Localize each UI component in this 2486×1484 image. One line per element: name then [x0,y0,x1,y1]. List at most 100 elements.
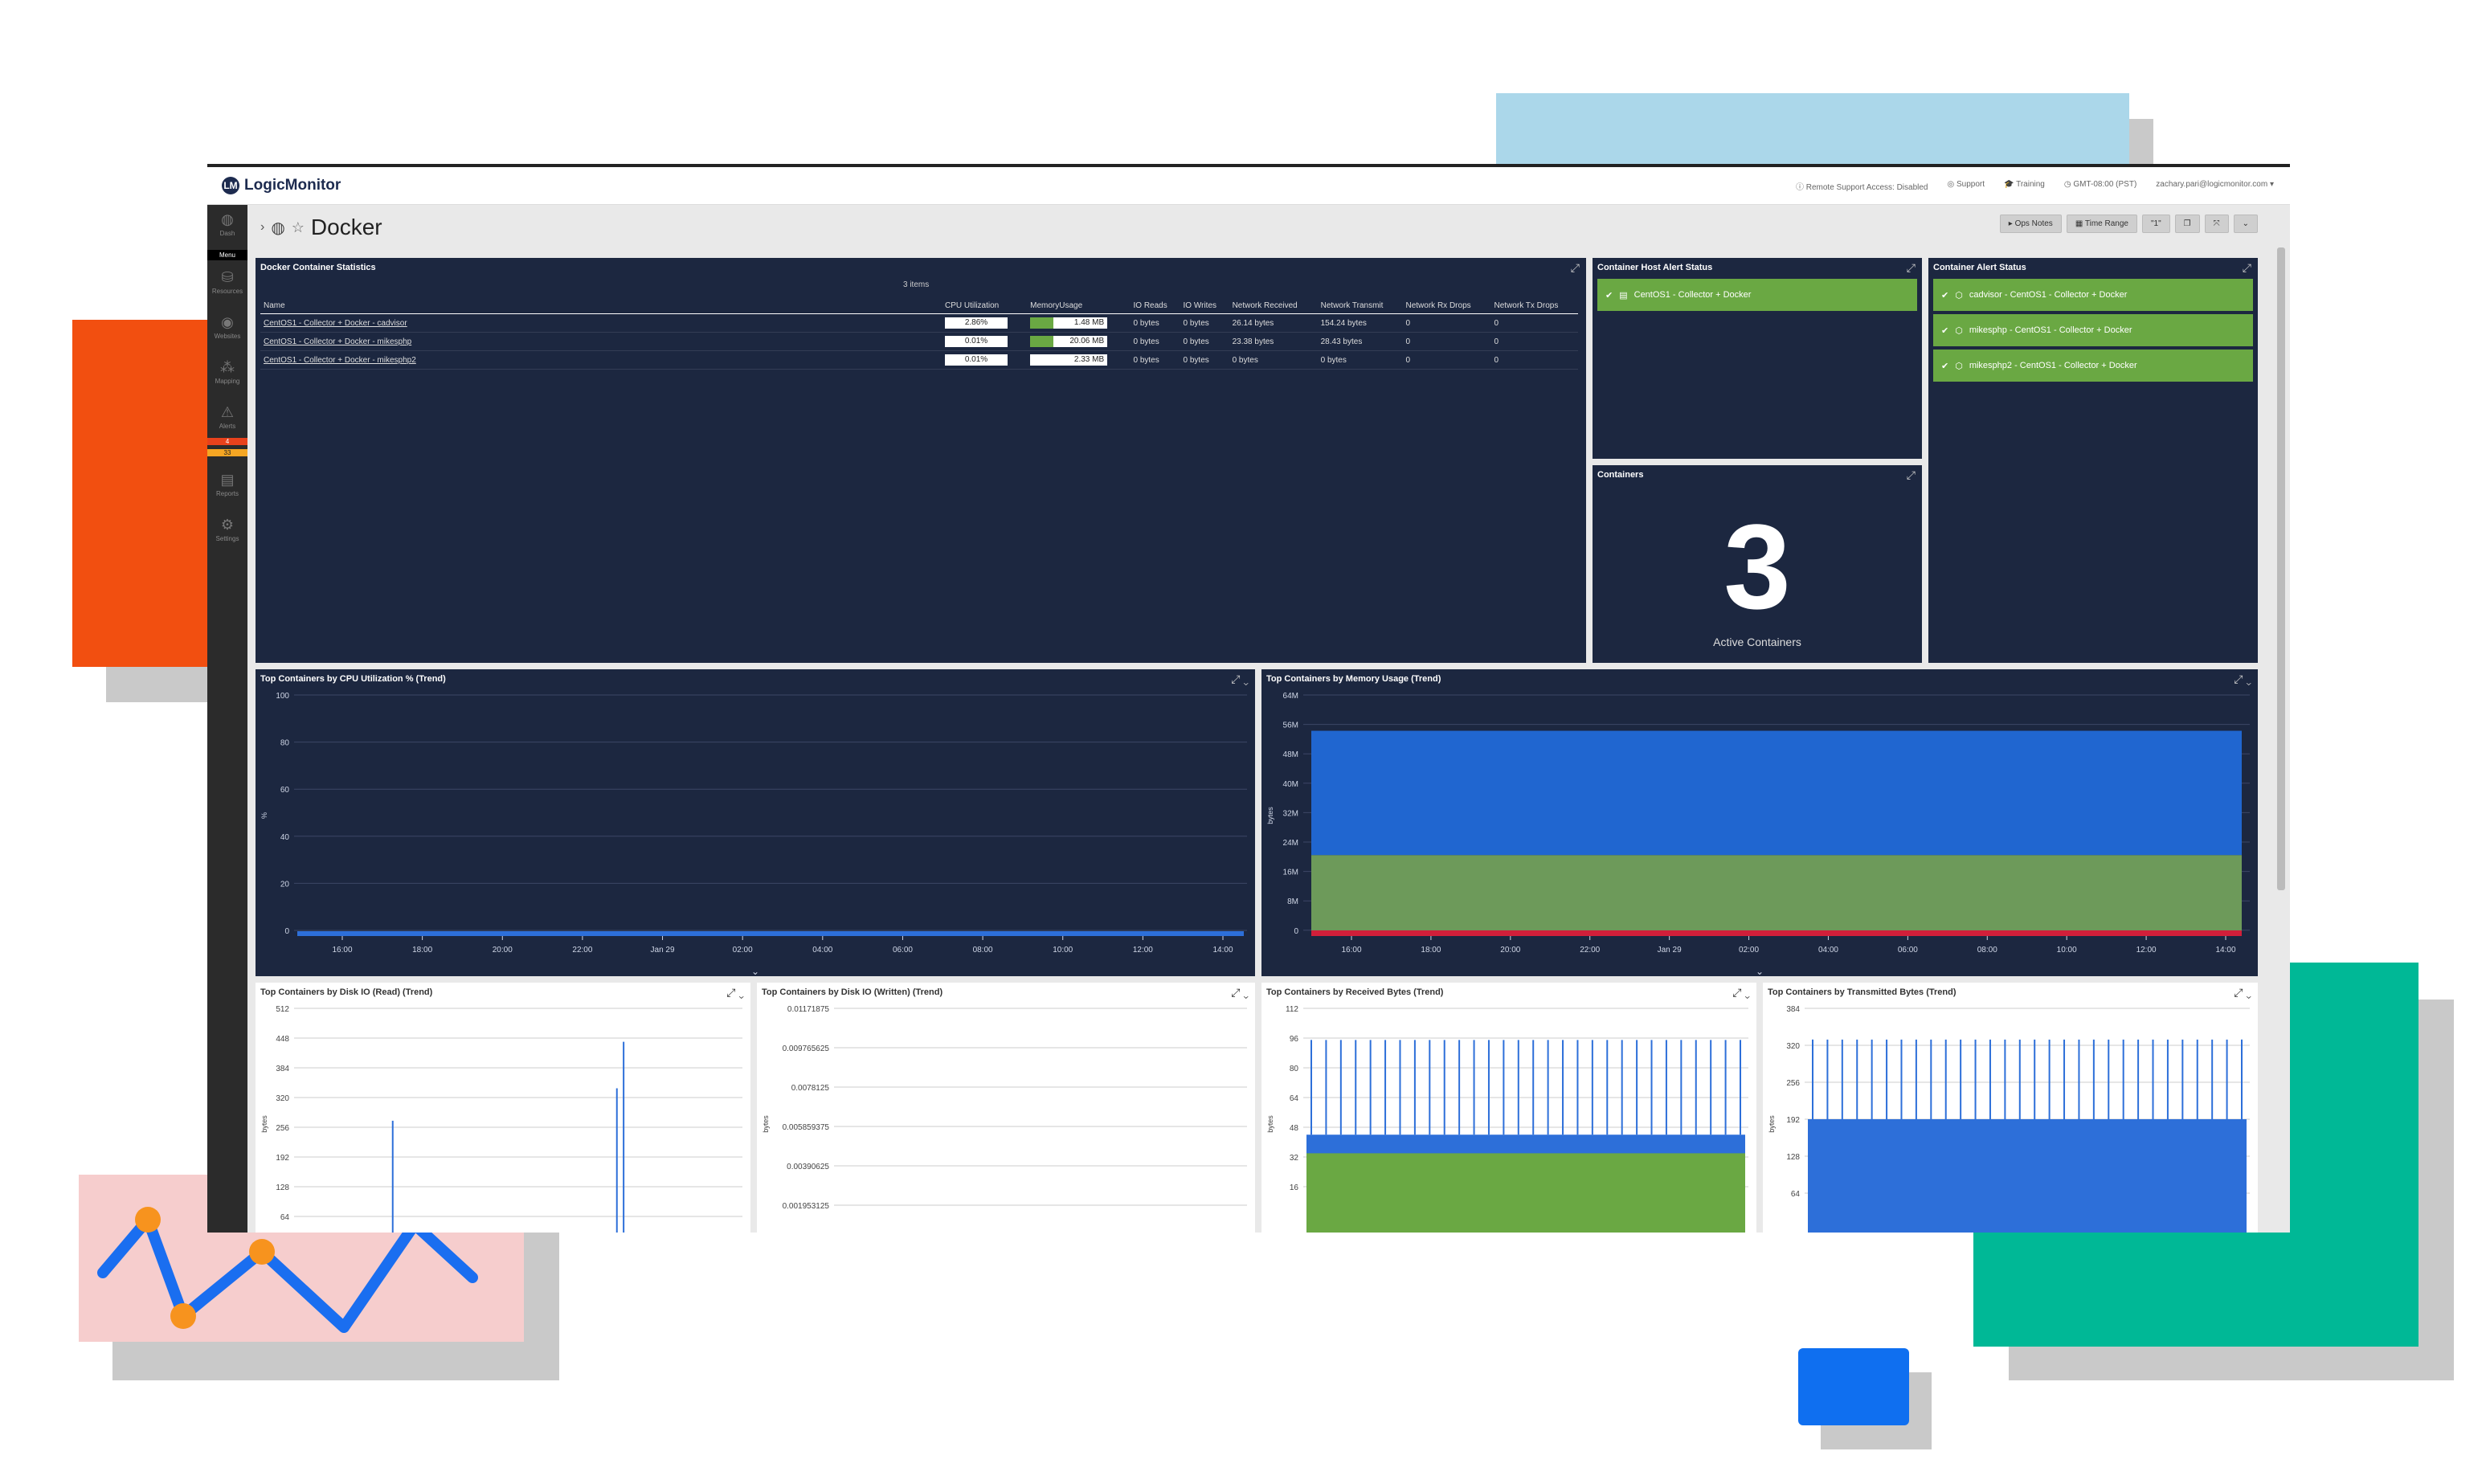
fullscreen-icon[interactable]: ⤧ [2204,215,2229,233]
host-alert-row[interactable]: ✔▤ CentOS1 - Collector + Docker [1597,279,1917,311]
top-bar: LM LogicMonitor ⓘ Remote Support Access:… [207,167,2290,205]
column-header[interactable]: MemoryUsage [1027,298,1131,314]
widget-controls[interactable]: ⤢ ⌄ [2234,673,2251,685]
y-axis-label: bytes [1768,1115,1776,1133]
y-tick-label: 128 [1786,1153,1800,1162]
widget-controls[interactable]: ⤢ ⌄ [2234,986,2251,999]
x-tick-label: 22:00 [572,946,592,955]
memory-series-area [1311,730,2242,856]
check-icon: ✔ [1605,290,1613,300]
x-tick-label: 20:00 [493,946,513,955]
expand-icon[interactable]: ⤢ [1570,261,1580,274]
check-icon: ✔ [1941,361,1949,371]
variables-button[interactable]: "1" [2141,215,2170,233]
io-reads-cell: 0 bytes [1130,332,1180,351]
alert-icon: ⚠ [220,404,235,420]
expand-icon[interactable]: ⤢ [1906,468,1916,481]
container-alert-row[interactable]: ✔⬡ mikesphp - CentOS1 - Collector + Dock… [1933,314,2253,346]
tx-drops-cell: 0 [1490,332,1578,351]
x-tick-label: 16:00 [332,946,352,955]
user-menu[interactable]: zachary.pari@logicmonitor.com ▾ [2156,180,2274,189]
ops-notes-button[interactable]: ▸ Ops Notes [1999,215,2062,233]
widget-controls[interactable]: ⤢ ⌄ [1231,673,1249,685]
rx-drops-cell: 0 [1402,350,1491,370]
sidebar-item-resources[interactable]: ⛁Resources [207,269,247,295]
star-icon[interactable]: ☆ [291,219,305,235]
sidebar-item-settings[interactable]: ⚙Settings [207,517,247,542]
y-tick-label: 448 [276,1035,289,1044]
sidebar-item-reports[interactable]: ▤Reports [207,472,247,497]
time-range-button[interactable]: ▦ Time Range [2066,215,2137,233]
y-tick-label: 0.0078125 [791,1084,830,1093]
decor-blue-top [1496,93,2129,167]
container-link[interactable]: CentOS1 - Collector + Docker - cadvisor [264,318,407,328]
sidebar-item-alerts[interactable]: ⚠Alerts [207,404,247,430]
widget-controls[interactable]: ⤢ ⌄ [726,986,744,999]
expand-icon[interactable]: ⤢ [1906,261,1916,274]
alert-count-critical-value: 4 [225,438,230,445]
x-tick-label: 06:00 [1898,946,1918,955]
column-header[interactable]: IO Reads [1130,298,1180,314]
decor-point [135,1207,161,1233]
container-alert-row[interactable]: ✔⬡ mikesphp2 - CentOS1 - Collector + Doc… [1933,350,2253,382]
sidebar-item-mapping[interactable]: ⁂Mapping [207,359,247,385]
time-range-label: Time Range [2084,219,2128,228]
net-rx-cell: 0 bytes [1229,350,1318,370]
active-containers-caption: Active Containers [1713,636,1801,648]
alert-count-critical[interactable]: 4 [207,438,247,445]
column-header[interactable]: Network Received [1229,298,1318,314]
column-header[interactable]: IO Writes [1180,298,1229,314]
table-row: CentOS1 - Collector + Docker - mikesphp … [260,332,1578,351]
table-row: CentOS1 - Collector + Docker - mikesphp2… [260,350,1578,370]
x-tick-label: 04:00 [812,946,832,955]
y-tick-label: 320 [1786,1042,1800,1051]
y-tick-label: 60 [280,786,290,795]
sidebar-item-menu[interactable]: Menu [207,250,247,260]
support-link[interactable]: ◎ Support [1947,180,1985,189]
container-link[interactable]: CentOS1 - Collector + Docker - mikesphp2 [264,355,416,365]
mem-bar-fill [1030,336,1053,347]
gear-icon: ⚙ [220,517,235,533]
column-header[interactable]: CPU Utilization [942,298,1028,314]
container-alert-row[interactable]: ✔⬡ cadvisor - CentOS1 - Collector + Dock… [1933,279,2253,311]
y-tick-label: 32 [1290,1154,1299,1163]
y-tick-label: 0.005859375 [783,1123,830,1132]
mem-bar: 20.06 MB [1030,336,1108,347]
net-rx-cell: 26.14 bytes [1229,313,1318,333]
column-header[interactable]: Network Transmit [1317,298,1403,314]
container-link[interactable]: CentOS1 - Collector + Docker - mikesphp [264,337,412,346]
column-header[interactable]: Network Rx Drops [1402,298,1491,314]
timezone-link[interactable]: ◷ GMT-08:00 (PST) [2063,180,2137,189]
disk-read-chart-widget: Top Containers by Disk IO (Read) (Trend)… [256,983,750,1233]
io-reads-cell: 0 bytes [1130,313,1180,333]
dashboard-main: › ◍ ☆ Docker ▸ Ops Notes ▦ Time Range "1… [247,205,2290,1233]
sidebar-item-websites[interactable]: ◉Websites [207,314,247,340]
mem-bar: 2.33 MB [1030,354,1108,366]
alert-count-warning[interactable]: 33 [207,449,247,456]
y-axis-label: bytes [260,1115,268,1133]
memory-chart-widget: Top Containers by Memory Usage (Trend) ⤢… [1261,669,2258,976]
chevron-down-icon[interactable]: ⌄ [2233,215,2258,233]
column-header[interactable]: Name [260,298,942,314]
rx-drops-cell: 0 [1402,332,1491,351]
widget-controls[interactable]: ⤢ ⌄ [1732,986,1750,999]
x-tick-label: 04:00 [1818,946,1838,955]
y-axis-label: bytes [1266,1115,1274,1133]
page-scrollbar[interactable] [2277,247,2285,890]
remote-support-link[interactable]: ⓘ Remote Support Access: Disabled [1795,183,1928,192]
top-bar-links: ⓘ Remote Support Access: Disabled ◎ Supp… [1796,180,2274,192]
widget-controls[interactable]: ⤢ ⌄ [1231,986,1249,999]
container-icon: ⬡ [1955,361,1963,371]
brand-logo[interactable]: LM LogicMonitor [222,177,341,194]
column-header[interactable]: Network Tx Drops [1490,298,1578,314]
cpu-value: 2.86% [945,317,1008,329]
widget-title: Top Containers by Disk IO (Read) (Trend) [260,987,433,997]
y-tick-label: 56M [1283,722,1298,730]
training-link[interactable]: 🎓 Training [2004,180,2045,189]
clone-icon[interactable]: ❐ [2174,215,2200,233]
y-tick-label: 256 [276,1124,289,1133]
chevron-right-icon[interactable]: › [260,220,265,234]
training-label: Training [2016,180,2045,189]
sidebar-item-dash[interactable]: ◍Dash [207,211,247,237]
expand-icon[interactable]: ⤢ [2242,261,2251,274]
